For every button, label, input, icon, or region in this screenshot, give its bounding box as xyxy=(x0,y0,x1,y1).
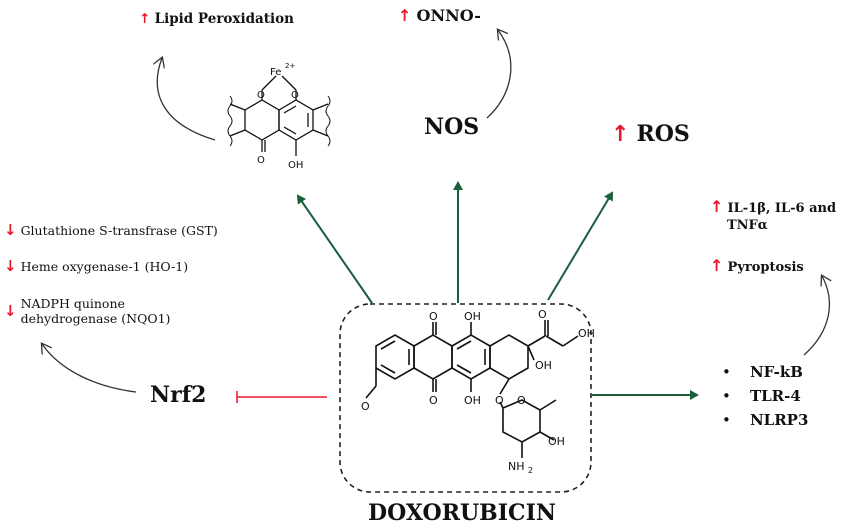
svg-text:OH: OH xyxy=(464,394,481,407)
doxorubicin-structure xyxy=(365,320,579,458)
curve-arrow-to-pyroptosis xyxy=(803,276,829,356)
red-down-arrow-icon: ↓ xyxy=(4,302,17,320)
lipid-peroxidation-item: ↑ Lipid Peroxidation xyxy=(139,11,294,27)
bullet-item: • NF-kB xyxy=(722,363,803,381)
lipid-peroxidation-label: Lipid Peroxidation xyxy=(154,11,294,27)
gst-item: ↓ Glutathione S-transfrase (GST) xyxy=(4,221,218,239)
nqo1-label-line1: NADPH quinone xyxy=(20,296,125,311)
ho1-label: Heme oxygenase-1 (HO-1) xyxy=(20,259,189,274)
nqo1-item: ↓ NADPH quinone dehydrogenase (NQO1) xyxy=(4,296,170,326)
svg-text:2+: 2+ xyxy=(285,62,295,70)
onno-item: ↑ ONNO- xyxy=(398,6,481,25)
pyroptosis-item: ↑ Pyroptosis xyxy=(710,256,804,275)
svg-text:O: O xyxy=(495,394,504,407)
nos-label: NOS xyxy=(424,114,480,140)
red-up-arrow-icon: ↑ xyxy=(398,6,412,25)
gst-label: Glutathione S-transfrase (GST) xyxy=(20,223,218,238)
svg-text:OH: OH xyxy=(578,327,595,340)
svg-text:OH: OH xyxy=(535,359,552,372)
svg-text:OH: OH xyxy=(288,160,303,171)
curve-arrow-to-onno xyxy=(486,30,512,119)
svg-text:O: O xyxy=(257,90,265,101)
chelate-labels: Fe 2+ O O O OH xyxy=(257,62,303,171)
svg-text:2: 2 xyxy=(528,466,533,475)
svg-text:O: O xyxy=(257,155,265,166)
bullet-list: • NF-kB • TLR-4 • NLRP3 xyxy=(722,363,808,429)
svg-text:OH: OH xyxy=(464,310,481,323)
ros-label: ROS xyxy=(636,121,690,147)
red-up-arrow-icon: ↑ xyxy=(710,256,724,275)
cytokines-item: ↑ IL-1β, IL-6 and xyxy=(710,197,836,216)
svg-text:NH: NH xyxy=(508,460,525,473)
bullet-item: • TLR-4 xyxy=(722,387,801,405)
bullet-item: • NLRP3 xyxy=(722,411,809,429)
nrf2-label: Nrf2 xyxy=(150,382,207,408)
pyroptosis-label: Pyroptosis xyxy=(727,260,804,275)
molecule-labels: O OH O OH OH O OH O O O OH NH 2 xyxy=(361,308,595,475)
red-up-arrow-icon: ↑ xyxy=(611,122,630,147)
cytokines-line2: TNFα xyxy=(727,218,768,233)
arrow-to-lipid-chelate xyxy=(296,194,373,304)
cytokines-line1: IL-1β, IL-6 and xyxy=(727,201,837,216)
ros-item: ↑ ROS xyxy=(611,121,690,147)
red-down-arrow-icon: ↓ xyxy=(4,257,17,275)
iron-chelate-structure xyxy=(227,75,331,156)
onno-label: ONNO- xyxy=(416,6,481,25)
curve-arrow-to-lipid xyxy=(157,58,216,141)
red-up-arrow-icon: ↑ xyxy=(139,11,151,27)
svg-text:O: O xyxy=(429,310,438,323)
svg-text:O: O xyxy=(291,90,299,101)
nqo1-label-line2: dehydrogenase (NQO1) xyxy=(20,311,171,326)
doxorubicin-label: DOXORUBICIN xyxy=(368,500,556,526)
svg-text:O: O xyxy=(429,394,438,407)
curve-arrow-to-nrf2-targets xyxy=(42,344,137,393)
arrow-to-ros xyxy=(547,191,614,301)
red-up-arrow-icon: ↑ xyxy=(710,197,724,216)
svg-text:O: O xyxy=(361,400,370,413)
svg-text:O: O xyxy=(517,394,526,407)
doxorubicin-box xyxy=(339,303,592,493)
ho1-item: ↓ Heme oxygenase-1 (HO-1) xyxy=(4,257,188,275)
inhibition-to-nrf2 xyxy=(236,391,327,403)
svg-text:OH: OH xyxy=(548,435,565,448)
red-down-arrow-icon: ↓ xyxy=(4,221,17,239)
svg-text:Fe: Fe xyxy=(270,67,281,78)
svg-text:O: O xyxy=(538,308,547,321)
